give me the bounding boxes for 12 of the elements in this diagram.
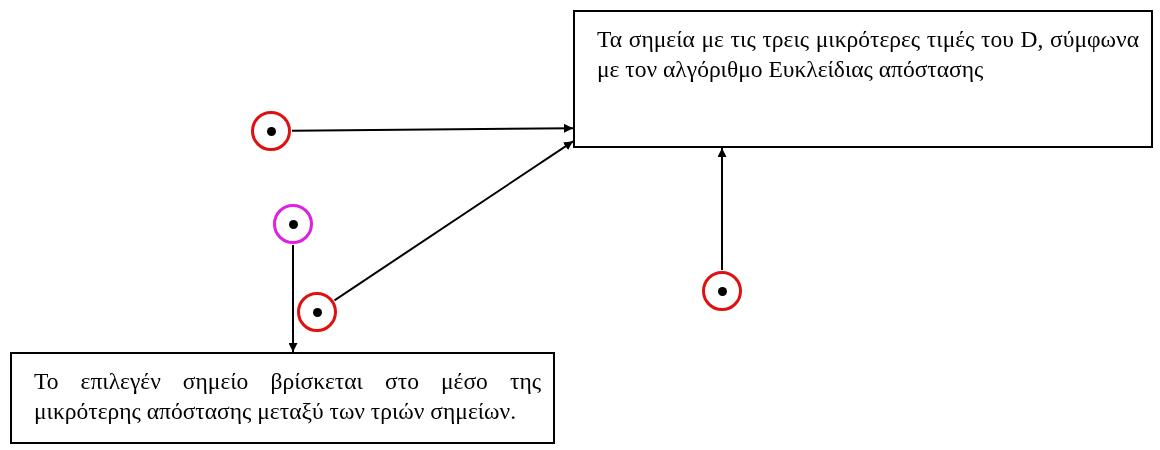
callout-box [573,10,1153,148]
callout-box [10,352,555,444]
point-marker [273,204,313,244]
point-marker [702,271,742,311]
arrow [291,123,574,133]
callout-text: Το επιλεγέν σημείο βρίσκεται στο μέσο της μικρότερης απόστασης μεταξύ των τριών σημείων. [34,367,541,426]
point-marker [297,292,337,332]
callout-text: Τα σημεία με τις τρεις μικρότερες τιμές του D, σύμφωνα με τον αλγόριθμο Ευκλείδιας απόστασης [597,25,1139,84]
point-marker [251,111,291,151]
arrow [288,244,298,353]
arrow [717,147,727,271]
arrow [333,140,574,302]
